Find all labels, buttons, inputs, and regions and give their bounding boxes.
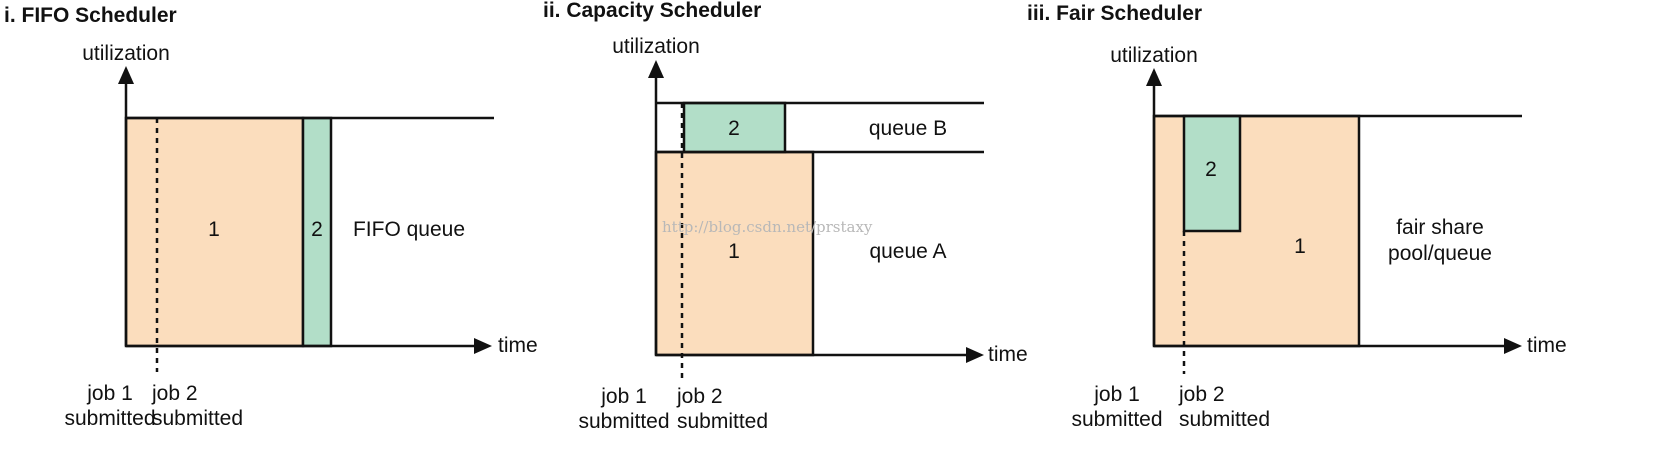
- capacity-job2-submitted-line2: submitted: [677, 410, 768, 433]
- capacity-job1-submitted-line2: submitted: [578, 410, 669, 433]
- fifo-job2-label: 2: [311, 218, 323, 241]
- fifo-job1-label: 1: [208, 218, 220, 241]
- fifo-x-arrow-icon: [474, 338, 492, 354]
- capacity-title: ii. Capacity Scheduler: [543, 0, 761, 22]
- fair-job1-submitted-line1: job 1: [1093, 383, 1140, 406]
- fifo-job2-submitted-line2: submitted: [152, 407, 243, 430]
- fifo-title: i. FIFO Scheduler: [4, 4, 177, 27]
- fair-title: iii. Fair Scheduler: [1027, 2, 1202, 25]
- capacity-job1-label: 1: [728, 240, 740, 263]
- fifo-job2-submitted-line1: job 2: [151, 382, 198, 405]
- fifo-job1-submitted-line2: submitted: [64, 407, 155, 430]
- fair-pool-label-line1: fair share: [1396, 216, 1484, 239]
- fair-x-axis-label: time: [1527, 334, 1567, 357]
- fair-y-axis-label: utilization: [1110, 44, 1198, 67]
- capacity-job1-submitted-line1: job 1: [600, 385, 647, 408]
- capacity-y-axis-label: utilization: [612, 35, 700, 58]
- capacity-x-arrow-icon: [966, 347, 984, 363]
- fair-job2-label: 2: [1205, 158, 1217, 181]
- fifo-job1-submitted-line1: job 1: [86, 382, 133, 405]
- capacity-y-arrow-icon: [648, 60, 664, 78]
- fifo-job1-block: [124, 116, 305, 348]
- fifo-panel: i. FIFO Scheduler utilization time 1 2 F…: [4, 4, 538, 430]
- capacity-queue-a-label: queue A: [869, 240, 946, 263]
- fair-panel: iii. Fair Scheduler utilization time 2 1…: [1027, 2, 1567, 431]
- capacity-panel: ii. Capacity Scheduler utilization time …: [543, 0, 1028, 433]
- fair-job2-submitted-line2: submitted: [1179, 408, 1270, 431]
- fifo-queue-label: FIFO queue: [353, 218, 465, 241]
- fifo-x-axis-label: time: [498, 334, 538, 357]
- watermark-text: http://blog.csdn.net/prstaxy: [662, 218, 873, 236]
- fair-y-arrow-icon: [1146, 68, 1162, 86]
- fifo-y-arrow-icon: [118, 66, 134, 84]
- capacity-x-axis-label: time: [988, 343, 1028, 366]
- fair-job1-label: 1: [1294, 235, 1306, 258]
- capacity-job2-block: [682, 101, 787, 154]
- fifo-y-axis-label: utilization: [82, 42, 170, 65]
- capacity-job2-label: 2: [728, 117, 740, 140]
- fair-pool-label-line2: pool/queue: [1388, 242, 1492, 265]
- fair-x-arrow-icon: [1504, 338, 1522, 354]
- capacity-queue-b-label: queue B: [869, 117, 947, 140]
- fair-job2-submitted-line1: job 2: [1178, 383, 1225, 406]
- capacity-job2-submitted-line1: job 2: [676, 385, 723, 408]
- fair-job1-submitted-line2: submitted: [1071, 408, 1162, 431]
